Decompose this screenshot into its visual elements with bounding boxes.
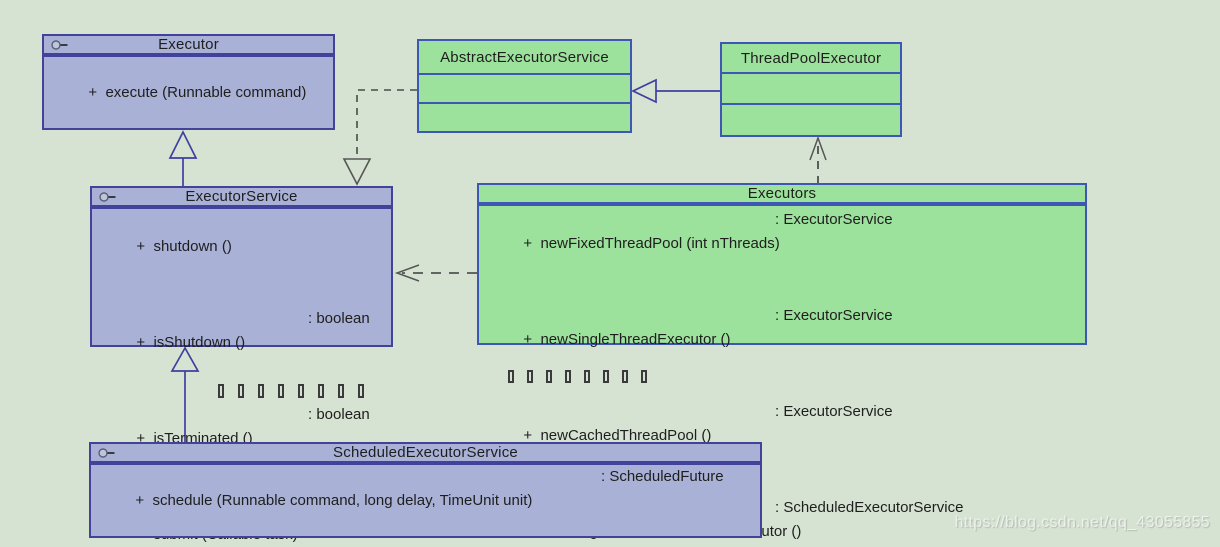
method-return-type: : ExecutorService <box>775 211 893 228</box>
attributes-compartment <box>91 463 760 465</box>
method-return-type: : boolean <box>308 406 370 423</box>
class-title-bar: ExecutorService <box>92 188 391 207</box>
missing-glyph-box <box>278 384 284 398</box>
method-return-type: : ScheduledFuture <box>601 468 724 485</box>
method-signature: + shutdown () <box>136 238 232 255</box>
method-row: + newSingleThreadExecutor () : ExecutorS… <box>479 304 1085 400</box>
class-box-threadpoolexecutor: ThreadPoolExecutor <box>720 42 902 137</box>
method-row: + newCachedThreadPool () : ExecutorServi… <box>479 400 1085 496</box>
missing-glyph-box <box>641 370 647 383</box>
methods-compartment <box>722 105 900 135</box>
attributes-compartment <box>479 204 1085 206</box>
missing-glyph-box <box>622 370 628 383</box>
class-box-abstractexecutorservice: AbstractExecutorService <box>417 39 632 133</box>
method-row: + newFixedThreadPool (int nThreads) : Ex… <box>479 208 1085 304</box>
realization-abstractexecutorservice-to-executorservice <box>342 89 417 186</box>
class-title-bar: ScheduledExecutorService <box>91 444 760 463</box>
interface-icon <box>98 447 117 458</box>
class-name: ScheduledExecutorService <box>333 444 518 461</box>
missing-glyph-box <box>318 384 324 398</box>
interface-icon <box>99 191 118 202</box>
method-row: + isShutdown () : boolean <box>92 307 391 403</box>
method-row: + isTerminated () : boolean <box>92 403 391 499</box>
attributes-compartment <box>722 74 900 105</box>
missing-glyph-box <box>508 370 514 383</box>
missing-glyph-row <box>508 370 660 383</box>
attributes-compartment <box>419 75 630 104</box>
missing-glyph-box <box>238 384 244 398</box>
dependency-executors-to-executorservice <box>394 264 477 282</box>
method-signature: + newCachedThreadPool () <box>523 427 712 444</box>
method-return-type: : boolean <box>308 310 370 327</box>
method-row: + schedule (Runnable command, long delay… <box>91 465 760 547</box>
missing-glyph-box <box>584 370 590 383</box>
class-name: Executor <box>158 36 219 53</box>
attributes-compartment <box>44 55 333 57</box>
methods-compartment <box>419 104 630 131</box>
class-box-executor: Executor + execute (Runnable command) <box>42 34 335 130</box>
class-title-bar: AbstractExecutorService <box>419 41 630 75</box>
missing-glyph-box <box>338 384 344 398</box>
method-signature: + newFixedThreadPool (int nThreads) <box>523 235 780 252</box>
class-title-bar: ThreadPoolExecutor <box>722 44 900 74</box>
method-return-type: : ExecutorService <box>775 403 893 420</box>
dependency-executors-to-threadpoolexecutor <box>809 135 827 184</box>
attributes-compartment <box>92 207 391 209</box>
missing-glyph-box <box>565 370 571 383</box>
class-box-executors: Executors + newFixedThreadPool (int nThr… <box>477 183 1087 540</box>
class-box-executorservice: ExecutorService + shutdown () + isShutdo… <box>90 186 393 543</box>
class-title-bar: Executors <box>479 185 1085 204</box>
missing-glyph-box <box>603 370 609 383</box>
class-box-scheduledexecutorservice: ScheduledExecutorService + schedule (Run… <box>89 442 762 538</box>
class-name: AbstractExecutorService <box>440 48 609 66</box>
class-name: ThreadPoolExecutor <box>740 49 882 67</box>
method-signature: + newSingleThreadExecutor () <box>523 331 731 348</box>
missing-glyph-box <box>546 370 552 383</box>
generalization-threadpoolexecutor-to-abstractexecutorservice <box>631 78 721 104</box>
class-name: ExecutorService <box>185 188 298 205</box>
method-signature: + schedule (Runnable command, long delay… <box>135 492 533 509</box>
class-title-bar: Executor <box>44 36 333 55</box>
method-signature: + isShutdown () <box>136 334 246 351</box>
missing-glyph-box <box>298 384 304 398</box>
method-signature: + execute (Runnable command) <box>88 84 307 101</box>
methods-compartment: + schedule (Runnable command, long delay… <box>91 465 760 547</box>
methods-compartment: + execute (Runnable command) <box>44 57 333 129</box>
watermark-text: https://blog.csdn.net/qq_43055855 <box>954 514 1210 531</box>
method-row: + execute (Runnable command) <box>44 57 333 129</box>
interface-icon <box>51 39 70 50</box>
missing-glyph-box <box>218 384 224 398</box>
missing-glyph-box <box>358 384 364 398</box>
missing-glyph-box <box>258 384 264 398</box>
generalization-executorservice-to-executor <box>168 130 198 187</box>
missing-glyph-row <box>218 384 378 398</box>
missing-glyph-box <box>527 370 533 383</box>
class-name: Executors <box>747 185 817 202</box>
method-return-type: : ScheduledExecutorService <box>775 499 964 516</box>
method-return-type: : ExecutorService <box>775 307 893 324</box>
method-row: + shutdown () <box>92 211 391 307</box>
